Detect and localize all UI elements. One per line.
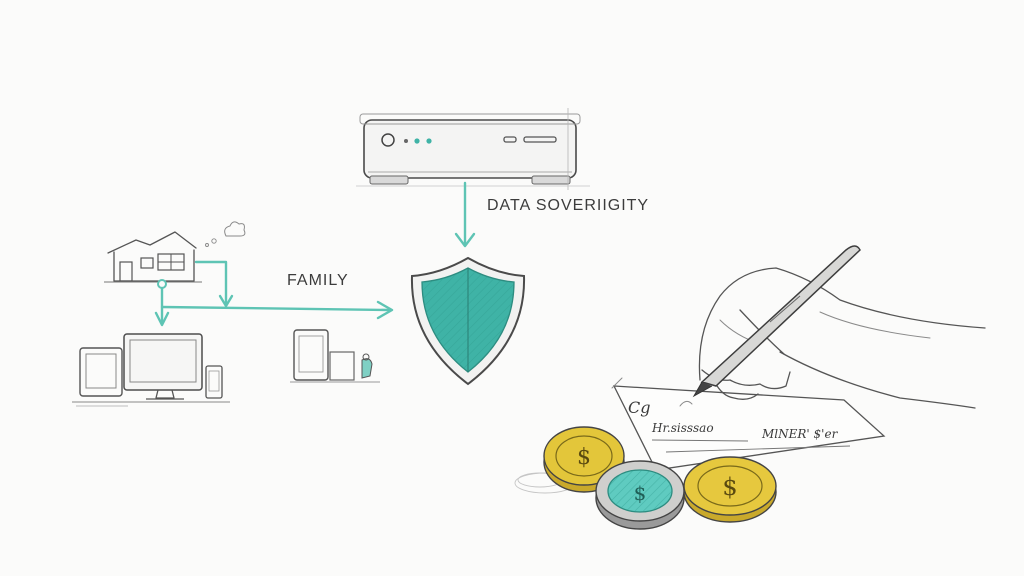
coin-group: $ $ $ (514, 426, 777, 530)
data-sovereignty-label: DATA SOVERIIGITY (487, 197, 650, 214)
coin-icon: $ (595, 460, 685, 530)
device-group (72, 333, 230, 407)
cloud-icon (205, 221, 246, 247)
svg-text:$: $ (634, 481, 647, 505)
hand-with-pen-icon (679, 245, 986, 409)
server-icon (356, 108, 590, 190)
cheque-icon: Cg Hr.sisssao MlNER' $'er (611, 377, 886, 471)
coin-icon: $ (683, 456, 777, 523)
tablet-icon (293, 329, 329, 381)
family-device-group (290, 329, 380, 383)
tablet-icon (79, 347, 123, 397)
family-connector-lines (154, 260, 394, 327)
cheque-line-1: Hr.sisssao (651, 421, 714, 435)
cheque-line-2: MlNER' $'er (761, 427, 839, 441)
figure-icon (361, 358, 373, 379)
shield-icon (410, 256, 526, 386)
server-shield-arrow (454, 181, 476, 248)
house-icon (104, 231, 202, 283)
phone-icon (205, 365, 223, 399)
svg-text:$: $ (577, 445, 591, 470)
cheque-mark: Cg (628, 398, 650, 417)
family-label: FAMILY (287, 272, 349, 289)
desktop-icon (123, 333, 203, 400)
svg-text:$: $ (722, 473, 737, 501)
